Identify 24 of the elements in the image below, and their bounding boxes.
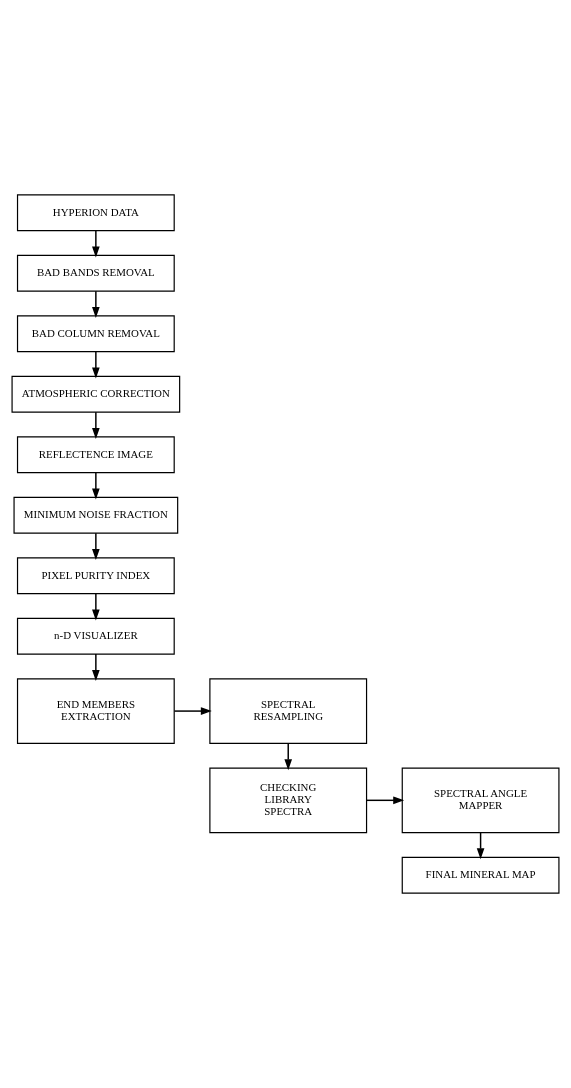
node-box: CHECKING LIBRARY SPECTRA (209, 767, 368, 834)
arrow (92, 290, 100, 318)
arrow (92, 230, 100, 258)
node-box: HYPERION DATA (16, 194, 175, 232)
arrow (92, 471, 100, 500)
node-box: BAD BANDS REMOVAL (16, 254, 175, 292)
arrow (92, 350, 100, 379)
arrow (366, 796, 405, 805)
arrow (92, 532, 100, 560)
node-box: n-D VISUALIZER (16, 617, 175, 655)
arrow (92, 411, 100, 439)
arrow (284, 742, 293, 771)
node-box: SPECTRAL RESAMPLING (209, 678, 368, 744)
node-box: END MEMBERS EXTRACTION (16, 678, 175, 744)
node-box: FINAL MINERAL MAP (401, 856, 560, 894)
arrow (92, 653, 100, 681)
arrow (92, 592, 100, 621)
node-box: SPECTRAL ANGLE MAPPER (401, 767, 560, 834)
node-box: REFLECTENCE IMAGE (16, 436, 175, 474)
arrow (173, 707, 212, 715)
node-box: PIXEL PURITY INDEX (16, 557, 175, 595)
node-box: BAD COLUMN REMOVAL (16, 315, 175, 353)
node-box: ATMOSPHERIC CORRECTION (11, 375, 181, 413)
node-box: MINIMUM NOISE FRACTION (13, 496, 179, 534)
